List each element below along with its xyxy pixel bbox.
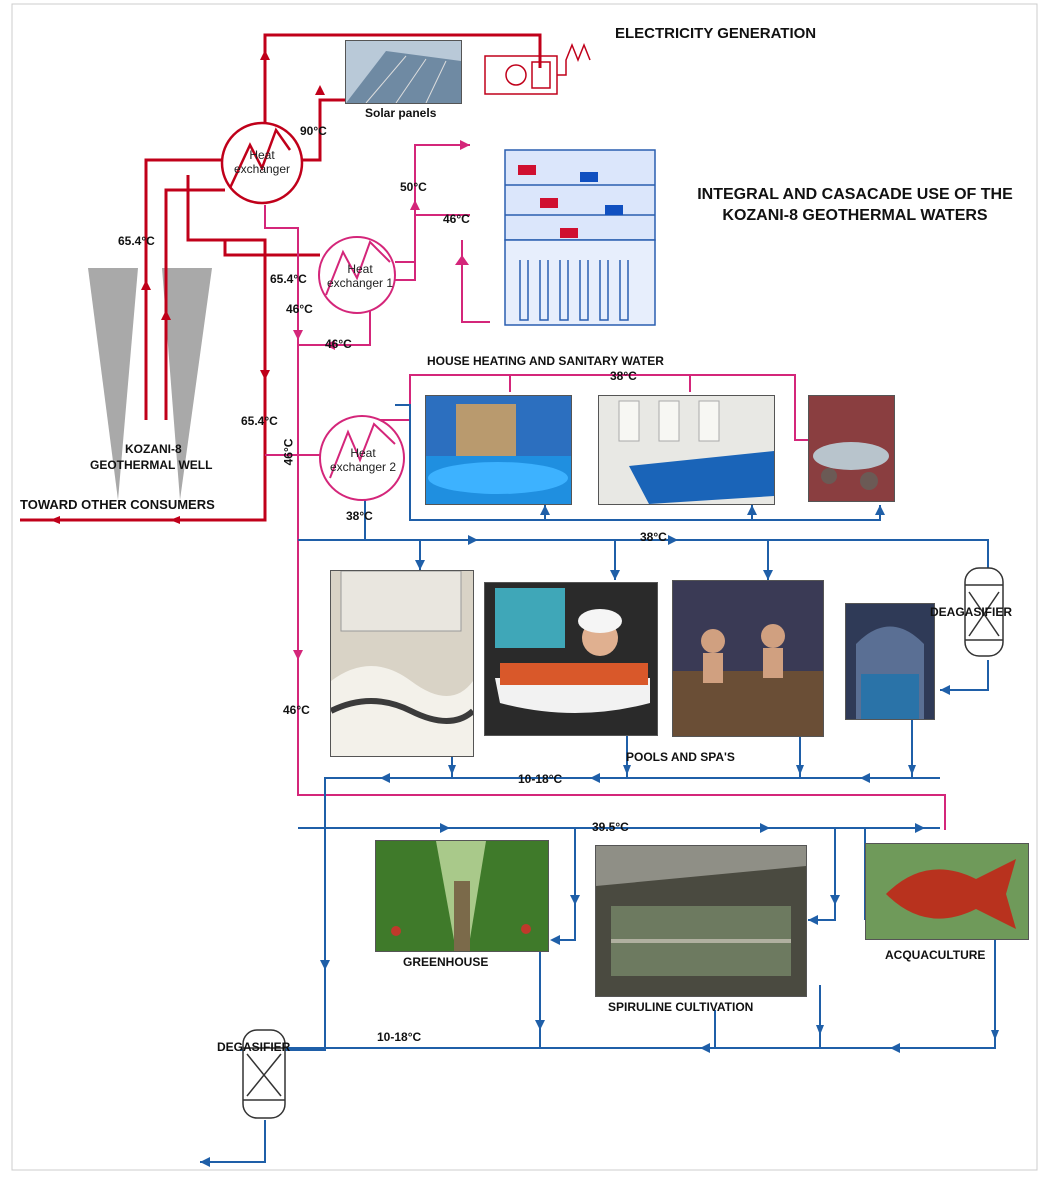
temp-50: 50°C [400, 180, 427, 194]
temp-39-5: 39.5°C [592, 820, 629, 834]
hx2-line2: exchanger 2 [329, 460, 397, 474]
tunnel-pool-photo [845, 603, 935, 720]
temp-38-hx2: 38°C [346, 509, 373, 523]
bathtub-photo [484, 582, 658, 736]
stone-bath-photo [808, 395, 895, 502]
hot-water-lines [20, 33, 542, 522]
hx2-line1: Heat [350, 446, 376, 460]
hx-main-line2: exchanger [233, 162, 291, 176]
temp-46-c: 46°C [325, 337, 352, 351]
page-title: INTEGRAL AND CASACADE USE OF THE KOZANI-… [697, 186, 1013, 224]
well-cone-left [88, 268, 138, 500]
heat-exchanger-1 [318, 236, 396, 314]
temp-38-main: 38°C [640, 530, 667, 544]
building-heating-diagram [504, 149, 656, 326]
hx1-line2: exchanger 1 [326, 276, 394, 290]
house-heating-label: HOUSE HEATING AND SANITARY WATER [427, 354, 664, 368]
page-frame [11, 3, 1038, 1171]
spa-pool-photo [330, 570, 474, 757]
well-cone-right [162, 268, 212, 500]
thermal-spa-photo [672, 580, 824, 737]
pools-and-spas-label: POOLS AND SPA'S [626, 750, 735, 764]
degasifier-label: DEGASIFIER [217, 1040, 291, 1054]
heat-exchanger-main-label: Heat exchanger [222, 148, 302, 176]
warm-arrows [293, 140, 470, 660]
heat-exchanger-2 [319, 415, 405, 501]
spiruline-photo [595, 845, 807, 997]
deagasifier-label: DEAGASIFIER [930, 605, 1013, 619]
electricity-generation-label: ELECTRICITY GENERATION [615, 25, 817, 42]
hot-arrows [50, 50, 358, 524]
temp-46-low: 46°C [283, 703, 310, 717]
deagasifier-vessel [964, 567, 1004, 657]
acquaculture-label: ACQUACULTURE [885, 948, 986, 962]
cool-water-lines [200, 404, 996, 1163]
temp-46-a: 46°C [443, 212, 470, 226]
cool-arrows [200, 505, 999, 1167]
well-label-line2: GEOTHERMAL WELL [90, 458, 213, 472]
temp-46-vertical: 46°C [281, 438, 296, 466]
hx1-line1: Heat [347, 262, 373, 276]
greenhouse-label: GREENHOUSE [403, 955, 489, 969]
well-label-line1: KOZANI-8 [125, 442, 182, 456]
generator-icon [484, 42, 591, 95]
hotel-pool-photo [425, 395, 572, 505]
indoor-pool-photo [598, 395, 775, 505]
temp-65-4-mid: 65.4°C [270, 272, 307, 286]
temp-65-4-low: 65.4°C [241, 414, 278, 428]
temp-90: 90°C [300, 124, 327, 138]
heat-exchanger-2-label: Heat exchanger 2 [323, 446, 403, 474]
toward-other-consumers-label: TOWARD OTHER CONSUMERS [20, 497, 215, 512]
hx-main-line1: Heat [249, 148, 275, 162]
warm-water-lines [264, 144, 946, 830]
aquaculture-fish-photo [865, 843, 1029, 940]
temp-10-18-mid: 10-18°C [518, 772, 563, 786]
temp-38-house: 38°C [610, 369, 637, 383]
heat-exchanger-main [220, 121, 304, 205]
spiruline-cultivation-label: SPIRULINE CULTIVATION [608, 1000, 754, 1014]
degasifier-vessel [242, 1029, 286, 1119]
solar-panels-label: Solar panels [365, 106, 437, 120]
greenhouse-photo [375, 840, 549, 952]
temp-65-4-left: 65.4°C [118, 234, 155, 248]
solar-panels-photo [345, 40, 462, 104]
temp-10-18-low: 10-18°C [377, 1030, 422, 1044]
temp-46-b: 46°C [286, 302, 313, 316]
heat-exchanger-1-label: Heat exchanger 1 [320, 262, 400, 290]
